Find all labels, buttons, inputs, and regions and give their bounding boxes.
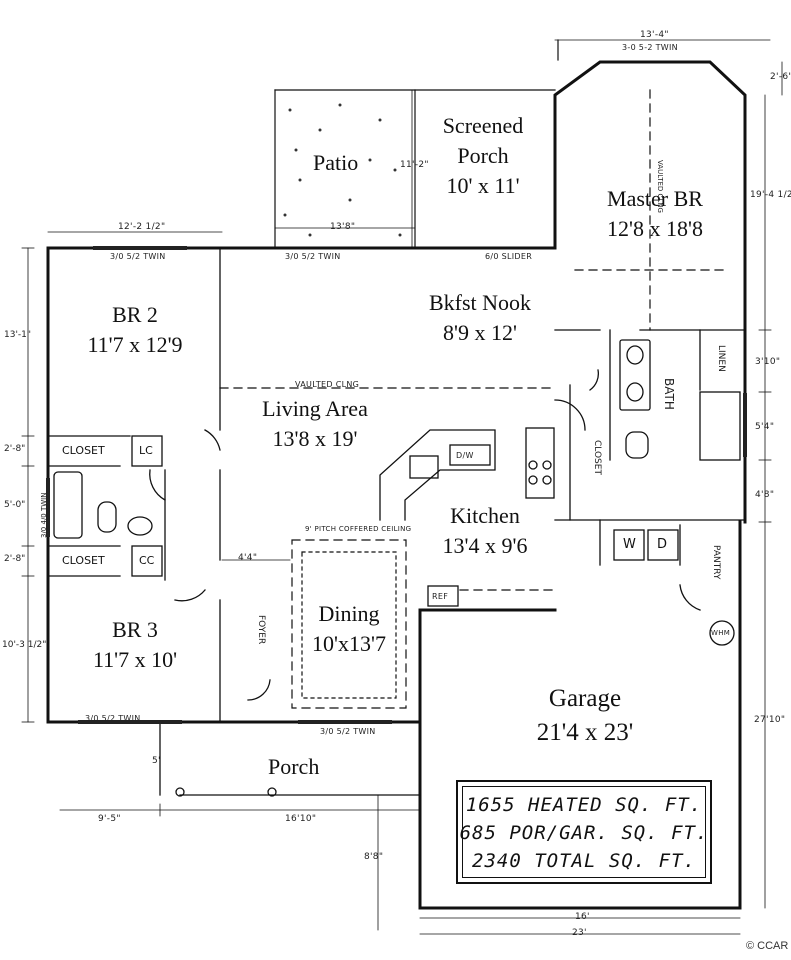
cc-label: CC [139, 554, 155, 567]
screened-porch-line1: Screened [442, 113, 524, 138]
porch-name: Porch [268, 754, 320, 779]
credit-watermark: © CCAR [746, 940, 789, 952]
screened-porch-label: Screened Porch 10' x 11' [428, 111, 538, 201]
bath-label: BATH [662, 378, 676, 410]
dining-dims: 10'x13'7 [312, 631, 386, 656]
dim-left-4: 2'-8" [4, 554, 26, 564]
nook-label: Bkfst Nook 8'9 x 12' [415, 288, 545, 348]
dining-label: Dining 10'x13'7 [296, 599, 402, 659]
dim-bottom-1: 9'-5" [98, 814, 121, 824]
pantry-label: PANTRY [711, 545, 721, 580]
br3-name: BR 3 [112, 617, 158, 642]
garage-name: Garage [548, 685, 622, 712]
dim-right-3: 5'4" [755, 422, 775, 432]
tray-label: 9' PITCH COFFERED CEILING [305, 525, 412, 533]
br3-label: BR 3 11'7 x 10' [70, 615, 200, 675]
br2-dims: 11'7 x 12'9 [87, 332, 183, 357]
interior-walls [49, 249, 746, 797]
patio-outline [274, 39, 559, 249]
slider-label: 6/0 SLIDER [485, 252, 533, 261]
dryer-label: D [657, 537, 668, 552]
linen-label: LINEN [716, 345, 726, 372]
nook-dims: 8'9 x 12' [443, 320, 517, 345]
washer-label: W [623, 537, 636, 552]
heated-sqft: 1655 HEATED SQ. FT. [465, 794, 703, 816]
dw-label: D/W [456, 451, 474, 460]
garage-label: Garage 21'4 x 23' [510, 682, 660, 750]
dim-br2-top: 12'-2 1/2" [118, 222, 166, 232]
br2-name: BR 2 [112, 302, 158, 327]
dashed-lines [219, 89, 729, 709]
kitchen-label: Kitchen 13'4 x 9'6 [420, 501, 550, 561]
dining-name: Dining [318, 601, 380, 626]
nook-name: Bkfst Nook [428, 290, 532, 315]
window-label-br3: 3/0 5/2 TWIN [85, 714, 141, 723]
dim-garage-w2: 23' [572, 928, 587, 938]
patio-texture [283, 103, 402, 237]
living-name: Living Area [262, 396, 368, 421]
kitchen-dims: 13'4 x 9'6 [442, 533, 528, 558]
dim-top-bay: 2'-6" [770, 72, 791, 82]
screened-porch-line2: Porch [457, 143, 509, 168]
vaulted-label: VAULTED CLNG [295, 380, 360, 389]
square-footage-inner [462, 786, 706, 878]
window-label-2: 3/0 5/2 TWIN [285, 252, 341, 261]
dim-left-3: 5'-0" [4, 500, 26, 510]
square-footage-box: 1655 HEATED SQ. FT. 685 POR/GAR. SQ. FT.… [456, 780, 712, 884]
patio-name: Patio [313, 150, 359, 175]
dim-patio-w: 13'8" [330, 222, 356, 232]
dim-right-4: 4'8" [755, 490, 775, 500]
dim-right-2: 3'10" [755, 357, 781, 367]
master-br-dims: 12'8 x 18'8 [607, 216, 703, 241]
dim-right-5: 27'10" [754, 715, 786, 725]
dim-bottom-2: 16'10" [285, 814, 317, 824]
vaulted-master-label: VAULTED CLNG [656, 160, 664, 213]
porch-garage-sqft: 685 POR/GAR. SQ. FT. [459, 822, 709, 844]
dim-hall: 4'4" [238, 553, 258, 563]
window-label-1: 3/0 5/2 TWIN [110, 252, 166, 261]
screened-porch-dims: 10' x 11' [446, 173, 520, 198]
total-sqft: 2340 TOTAL SQ. FT. [472, 850, 696, 872]
master-br-label: Master BR 12'8 x 18'8 [590, 184, 720, 244]
lc-label: LC [139, 444, 153, 457]
window-label-dining: 3/0 5/2 TWIN [320, 727, 376, 736]
exterior-walls [46, 60, 747, 910]
dimension-lines [21, 39, 783, 935]
dim-left-2: 2'-8" [4, 444, 26, 454]
br2-label: BR 2 11'7 x 12'9 [70, 300, 200, 360]
dim-garage-w1: 16' [575, 912, 590, 922]
dim-right-1: 19'-4 1/2" [750, 190, 791, 200]
ref-label: REF [432, 592, 449, 601]
closet-label-2: CLOSET [62, 554, 105, 567]
garage-dims: 21'4 x 23' [536, 719, 634, 746]
patio-label: Patio [313, 148, 358, 178]
kitchen-name: Kitchen [450, 503, 520, 528]
porch-label: Porch [268, 752, 319, 782]
window-label-master: 3-0 5-2 TWIN [622, 43, 678, 52]
dim-left-1: 13'-1" [4, 330, 32, 340]
master-br-name: Master BR [607, 186, 703, 211]
dim-top-master: 13'-4" [640, 30, 669, 40]
bath-window-label: 3/0 4/0 TWIN [40, 492, 48, 538]
living-dims: 13'8 x 19' [272, 426, 358, 451]
whm-label: WHM [711, 629, 731, 637]
window-strips [46, 246, 747, 724]
foyer-label: FOYER [256, 615, 266, 645]
dim-porch-depth: 5' [152, 756, 161, 766]
br3-dims: 11'7 x 10' [92, 647, 178, 672]
dim-garage-depth: 8'8" [364, 852, 384, 862]
dim-left-5: 10'-3 1/2" [2, 640, 47, 650]
closet-label-1: CLOSET [62, 444, 105, 457]
master-closet-label: CLOSET [592, 440, 602, 475]
living-label: Living Area 13'8 x 19' [240, 394, 390, 454]
dim-patio-h: 11'-2" [400, 160, 429, 170]
